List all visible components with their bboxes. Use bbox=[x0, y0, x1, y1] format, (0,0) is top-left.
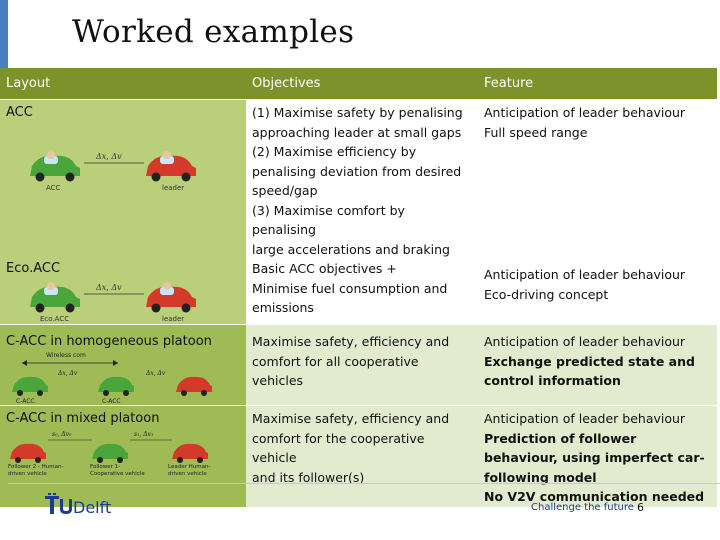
table-row-cacc-mixed: C-ACC in mixed platoon s₀, Δv₀ s₁, Δv₁ bbox=[0, 405, 717, 507]
feature-bold-line: control information bbox=[484, 373, 621, 388]
feature-cell-cacc-homogeneous: Anticipation of leader behaviour Exchang… bbox=[478, 324, 717, 406]
eco-acc-car-label: Eco.ACC bbox=[40, 315, 69, 323]
green-car-icon bbox=[30, 151, 80, 182]
objective-line: comfort for the cooperative vehicle bbox=[252, 430, 425, 466]
feature-line: Anticipation of leader behaviour bbox=[484, 411, 686, 426]
feature-line: Anticipation of leader behaviour bbox=[484, 267, 686, 282]
objective-line: (3) Maximise comfort by penalising bbox=[252, 202, 405, 238]
feature-cell-cacc-mixed: Anticipation of leader behaviour Predict… bbox=[478, 405, 717, 507]
feature-cell-eco-acc: Anticipation of leader behaviour Eco-dri… bbox=[478, 259, 717, 325]
leader-label: Leader Human-driven vehicle bbox=[168, 464, 211, 477]
feature-bold-line: following model bbox=[484, 469, 597, 485]
objective-line: Maximise safety, efficiency and bbox=[252, 334, 450, 349]
feature-line: Eco-driving concept bbox=[484, 286, 609, 302]
red-car-icon bbox=[176, 376, 212, 396]
table-header-row: Layout Objectives Feature bbox=[0, 68, 717, 100]
objective-line: speed/gap bbox=[252, 183, 318, 198]
wireless-label: Wireless com bbox=[46, 352, 86, 359]
objective-line: comfort for all cooperative vehicles bbox=[252, 353, 419, 389]
cacc-label-1: C-ACC bbox=[16, 398, 35, 405]
cacc-label-2: C-ACC bbox=[102, 398, 121, 405]
follower2-label: Follower 2 - Human-driven vehicle bbox=[8, 464, 64, 477]
objective-line: large accelerations and braking bbox=[252, 241, 450, 257]
cacc-homogeneous-illustration: Wireless com Δx, Δv Δx, Δv bbox=[12, 352, 212, 405]
feature-bold-line: Exchange predicted state and bbox=[484, 353, 695, 369]
feature-line: Full speed range bbox=[484, 124, 588, 140]
red-car-icon bbox=[172, 443, 208, 463]
red-car-icon bbox=[146, 282, 196, 313]
objective-line: (1) Maximise safety by penalising bbox=[252, 105, 463, 120]
objectives-cell-cacc-mixed: Maximise safety, efficiency and comfort … bbox=[246, 405, 478, 507]
objective-line: Minimise fuel consumption and bbox=[252, 280, 448, 296]
objectives-cell-acc: (1) Maximise safety by penalising approa… bbox=[246, 99, 478, 259]
objective-line: emissions bbox=[252, 300, 314, 315]
red-car-icon bbox=[146, 151, 196, 182]
feature-bold-line: Prediction of follower bbox=[484, 430, 637, 446]
feature-bold-line: No V2V communication needed bbox=[484, 489, 705, 504]
eco-acc-illustration: Eco.ACC Δx, Δv leader bbox=[30, 282, 196, 323]
acc-illustration: ACC Δx, Δv leader bbox=[30, 151, 196, 192]
layout-label-eco-acc: Eco.ACC bbox=[6, 261, 61, 276]
green-car-icon bbox=[30, 282, 80, 313]
objective-line: penalising deviation from desired bbox=[252, 163, 462, 179]
objective-line: Basic ACC objectives + bbox=[252, 261, 397, 276]
layout-label-acc: ACC bbox=[6, 105, 33, 120]
green-car-icon bbox=[12, 376, 48, 396]
footer-divider bbox=[8, 483, 720, 484]
gap-label-1: Δx, Δv bbox=[57, 370, 78, 377]
layout-cell-acc: ACC ACC Δx, Δv bbox=[0, 99, 246, 259]
objective-line: Maximise safety, efficiency and bbox=[252, 411, 450, 426]
gap-label-eco: Δx, Δv bbox=[95, 283, 122, 292]
acc-car-label: ACC bbox=[46, 184, 61, 192]
gap-label-s1: s₁, Δv₁ bbox=[134, 431, 153, 438]
page-number: 6 bbox=[637, 501, 644, 514]
objective-line: (2) Maximise efficiency by bbox=[252, 144, 417, 159]
layout-cell-cacc-mixed: C-ACC in mixed platoon s₀, Δv₀ s₁, Δv₁ bbox=[0, 405, 246, 507]
table-row-eco-acc: Eco.ACC Eco.ACC Δx, Δv bbox=[0, 259, 717, 325]
footer-slogan: Challenge the future bbox=[531, 502, 634, 513]
green-car-icon bbox=[98, 376, 134, 396]
header-layout: Layout bbox=[0, 68, 246, 100]
layout-label-cacc-homogeneous: C-ACC in homogeneous platoon bbox=[6, 334, 212, 349]
feature-bold-line: behaviour, using imperfect car- bbox=[484, 450, 705, 465]
gap-label-acc: Δx, Δv bbox=[95, 152, 122, 161]
layout-cell-eco-acc: Eco.ACC Eco.ACC Δx, Δv bbox=[0, 259, 246, 325]
objectives-cell-eco-acc: Basic ACC objectives + Minimise fuel con… bbox=[246, 259, 478, 325]
cacc-mixed-illustration: s₀, Δv₀ s₁, Δv₁ bbox=[8, 431, 211, 477]
red-car-icon bbox=[10, 443, 46, 463]
logo-text: Delft bbox=[73, 498, 111, 517]
wireless-arrow-icon bbox=[22, 360, 118, 366]
objectives-cell-cacc-homogeneous: Maximise safety, efficiency and comfort … bbox=[246, 324, 478, 406]
tudelft-logo-icon: Delft bbox=[45, 493, 111, 517]
feature-cell-acc: Anticipation of leader behaviour Full sp… bbox=[478, 99, 717, 259]
slide-title: Worked examples bbox=[72, 14, 355, 50]
feature-line: Anticipation of leader behaviour bbox=[484, 105, 686, 120]
objective-line: and its follower(s) bbox=[252, 469, 365, 485]
leader-car-label: leader bbox=[162, 184, 184, 192]
objective-line: approaching leader at small gaps bbox=[252, 124, 462, 140]
header-objectives: Objectives bbox=[246, 68, 478, 100]
feature-line: Anticipation of leader behaviour bbox=[484, 334, 686, 349]
layout-label-cacc-mixed: C-ACC in mixed platoon bbox=[6, 411, 160, 426]
table-row-cacc-homogeneous: C-ACC in homogeneous platoon Wireless co… bbox=[0, 324, 717, 406]
examples-table: Layout Objectives Feature ACC ACC Δx, bbox=[0, 68, 717, 507]
follower1-label: Follower 1- Cooperative vehicle bbox=[90, 464, 145, 477]
gap-label-2: Δx, Δv bbox=[145, 370, 166, 377]
eco-leader-car-label: leader bbox=[162, 315, 184, 323]
table-row-acc: ACC ACC Δx, Δv bbox=[0, 99, 717, 259]
gap-label-s0: s₀, Δv₀ bbox=[52, 431, 72, 438]
header-feature: Feature bbox=[478, 68, 717, 100]
green-car-icon bbox=[92, 443, 128, 463]
layout-cell-cacc-homogeneous: C-ACC in homogeneous platoon Wireless co… bbox=[0, 324, 246, 406]
